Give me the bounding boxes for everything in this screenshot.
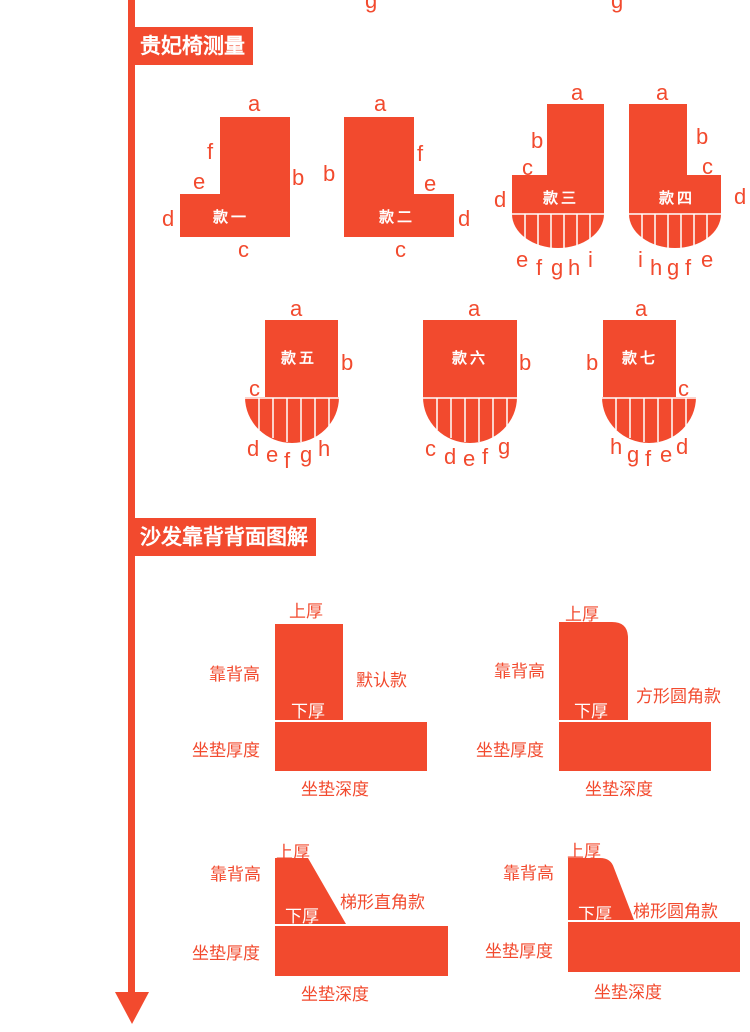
timeline-line xyxy=(128,0,135,998)
style-name: 款三 xyxy=(543,189,580,207)
style-label: 默认款 xyxy=(356,671,407,691)
style-name: 款一 xyxy=(213,208,250,226)
dim-label: g xyxy=(300,442,313,467)
dim-label: i xyxy=(588,247,593,272)
dim-label: a xyxy=(571,80,584,105)
dim-label: d xyxy=(458,206,471,231)
dim-label: b xyxy=(531,128,544,153)
dim-label: f xyxy=(284,448,291,473)
dim-label: i xyxy=(638,247,643,272)
dim-label: g xyxy=(667,255,680,280)
dim-label: d xyxy=(444,444,457,469)
style-name: 款五 xyxy=(281,349,318,367)
style-name: 款六 xyxy=(452,349,489,367)
dim-label: f xyxy=(536,255,543,280)
dim-label: a xyxy=(635,296,648,321)
dim-label: f xyxy=(685,255,692,280)
dim-label: e xyxy=(701,247,714,272)
dim-label: h xyxy=(318,436,331,461)
dim-label: b xyxy=(519,350,532,375)
dim-label: e xyxy=(266,442,279,467)
dim-label: d xyxy=(494,187,507,212)
cushion-thickness-label: 坐垫厚度 xyxy=(476,741,544,761)
dim-label: h xyxy=(568,255,581,280)
dim-label: d xyxy=(247,436,260,461)
dim-label: e xyxy=(463,446,476,471)
dim-label: c xyxy=(238,237,249,262)
timeline-arrow-icon xyxy=(115,992,149,1024)
dim-label: c xyxy=(425,436,436,461)
top-fragment-label: g xyxy=(365,0,378,13)
dim-label: a xyxy=(374,91,387,116)
dim-label: e xyxy=(424,171,437,196)
top-thickness-label: 上厚 xyxy=(276,843,310,863)
style-name: 款二 xyxy=(379,208,416,226)
dim-label: a xyxy=(656,80,669,105)
dim-label: e xyxy=(660,442,673,467)
dim-label: f xyxy=(645,446,652,471)
dim-label: a xyxy=(468,296,481,321)
top-thickness-label: 上厚 xyxy=(567,842,601,862)
top-thickness-label: 上厚 xyxy=(565,605,599,625)
dim-label: g xyxy=(551,255,564,280)
dim-label: a xyxy=(290,296,303,321)
dim-label: d xyxy=(162,206,175,231)
dim-label: d xyxy=(734,184,747,209)
cushion-thickness-label: 坐垫厚度 xyxy=(192,741,260,761)
dim-label: b xyxy=(586,350,599,375)
dim-label: b xyxy=(323,161,336,186)
bottom-thickness-label: 下厚 xyxy=(574,702,608,722)
dim-label: c xyxy=(395,237,406,262)
cushion-thickness-label: 坐垫厚度 xyxy=(485,942,553,962)
dim-label: d xyxy=(676,434,689,459)
cushion-depth-label: 坐垫深度 xyxy=(594,983,662,1003)
dim-label: g xyxy=(498,434,511,459)
cushion-depth-label: 坐垫深度 xyxy=(585,780,653,800)
dim-label: c xyxy=(702,154,713,179)
dim-label: f xyxy=(417,141,424,166)
dim-label: h xyxy=(650,255,663,280)
section-title-chaise: 贵妃椅测量 xyxy=(134,27,253,65)
dim-label: a xyxy=(248,91,261,116)
top-fragment-label: g xyxy=(611,0,624,13)
style-name: 款七 xyxy=(622,349,659,367)
dim-label: e xyxy=(193,169,206,194)
dim-label: b xyxy=(341,350,354,375)
style-label: 梯形圆角款 xyxy=(633,902,718,922)
cushion-depth-label: 坐垫深度 xyxy=(301,985,369,1005)
dim-label: c xyxy=(249,376,260,401)
backrest-height-label: 靠背高 xyxy=(494,662,545,682)
backrest-height-label: 靠背高 xyxy=(503,864,554,884)
style-label: 梯形直角款 xyxy=(340,893,425,913)
dim-label: f xyxy=(207,139,214,164)
cushion-depth-label: 坐垫深度 xyxy=(301,780,369,800)
dim-label: e xyxy=(516,247,529,272)
style-label: 方形圆角款 xyxy=(636,687,721,707)
top-thickness-label: 上厚 xyxy=(289,602,323,622)
dim-label: c xyxy=(522,155,533,180)
cushion-thickness-label: 坐垫厚度 xyxy=(192,944,260,964)
bottom-thickness-label: 下厚 xyxy=(291,702,325,722)
style-name: 款四 xyxy=(659,189,696,207)
section-title-backrest: 沙发靠背背面图解 xyxy=(134,518,316,556)
backrest-height-label: 靠背高 xyxy=(209,665,260,685)
dim-label: f xyxy=(482,444,489,469)
dim-label: c xyxy=(678,376,689,401)
backrest-height-label: 靠背高 xyxy=(210,865,261,885)
bottom-thickness-label: 下厚 xyxy=(578,905,612,925)
dim-label: b xyxy=(292,165,305,190)
dim-label: g xyxy=(627,442,640,467)
bottom-thickness-label: 下厚 xyxy=(285,907,319,927)
dim-label: b xyxy=(696,124,709,149)
dim-label: h xyxy=(610,434,623,459)
